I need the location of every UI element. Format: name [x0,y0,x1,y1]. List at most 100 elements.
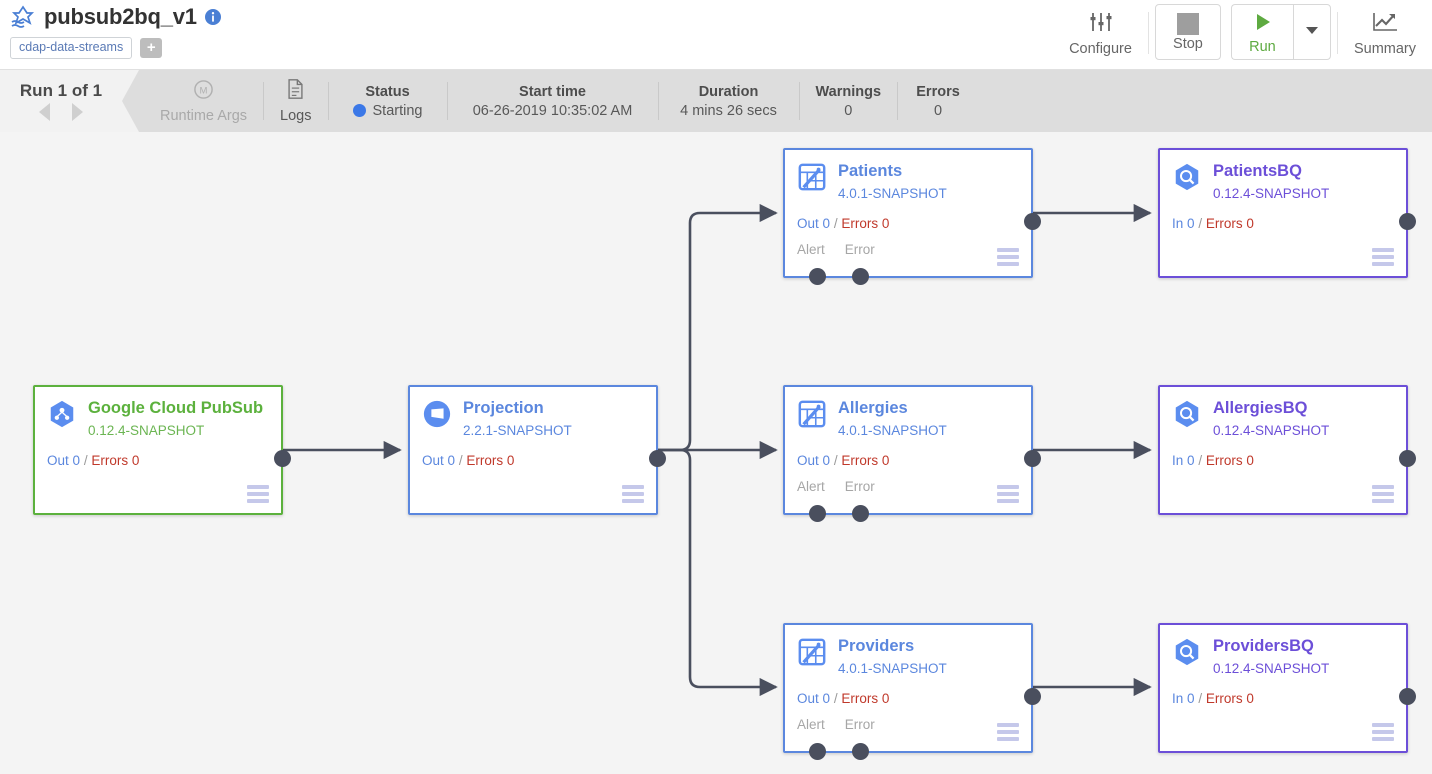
status-divider-6 [897,82,899,120]
status-value: Starting [372,102,423,119]
configure-button[interactable]: Configure [1059,4,1142,62]
node-version: 2.2.1-SNAPSHOT [463,423,572,438]
node-projection[interactable]: Projection 2.2.1-SNAPSHOT Out 0 / Errors… [408,385,666,515]
metric-in-value: 0 [1187,691,1195,706]
node-titles: PatientsBQ 0.12.4-SNAPSHOT [1213,162,1329,203]
node-titles: AllergiesBQ 0.12.4-SNAPSHOT [1213,399,1329,440]
triangle-left-icon[interactable] [39,103,50,121]
top-bar: pubsub2bq_v1 cdap-data-streams + [0,0,1432,70]
info-icon[interactable] [204,9,221,25]
node-menu-button[interactable] [997,485,1019,503]
node-patients[interactable]: Patients 4.0.1-SNAPSHOT Out 0 / Errors 0… [783,148,1041,285]
node-alert-port[interactable] [809,268,826,285]
status-cell: Status Starting [329,70,447,132]
metric-in-label: In [1172,216,1184,231]
error-port-label: Error [844,717,875,732]
metric-separator: / [833,453,838,468]
status-badge: Starting [352,102,423,119]
metric-errors-value: 0 [881,453,890,468]
node-error-port[interactable] [852,743,869,760]
status-divider-2 [327,82,329,120]
node-output-port[interactable] [1399,688,1416,705]
duration-head: Duration [698,83,759,100]
node-name: Allergies [838,399,908,417]
node-titles: Providers 4.0.1-SNAPSHOT [838,637,947,678]
add-tag-button[interactable]: + [140,38,163,58]
node-header: Providers 4.0.1-SNAPSHOT [785,625,1031,678]
node-titles: Projection 2.2.1-SNAPSHOT [463,399,572,440]
metric-errors-label: Errors [466,453,504,468]
tag-row: cdap-data-streams + [10,37,163,59]
projection-icon [422,399,452,429]
logs-button[interactable]: Logs [264,70,327,132]
metric-errors-value: 0 [1246,216,1254,231]
metric-errors-label: Errors [841,691,879,706]
run-button[interactable]: Run [1230,4,1293,60]
errors-cell: Errors 0 [898,70,978,132]
node-output-port[interactable] [274,450,291,467]
node-patientsbq[interactable]: PatientsBQ 0.12.4-SNAPSHOT In 0 / Errors… [1158,148,1416,278]
pipeline-canvas[interactable]: Google Cloud PubSub 0.12.4-SNAPSHOT Out … [0,132,1432,774]
metric-out-label: Out [797,453,819,468]
node-output-port[interactable] [1399,213,1416,230]
metric-out-value: 0 [822,691,831,706]
error-port-label: Error [844,242,875,257]
warnings-head: Warnings [815,83,882,100]
toolbar-divider-2 [1336,12,1338,54]
warnings-value: 0 [844,102,853,119]
stop-label: Stop [1173,35,1203,52]
node-output-port[interactable] [649,450,666,467]
node-error-port[interactable] [852,505,869,522]
node-titles: Allergies 4.0.1-SNAPSHOT [838,399,947,440]
metric-errors-value: 0 [881,216,890,231]
node-port-labels: Alert Error [797,479,875,494]
node-providers[interactable]: Providers 4.0.1-SNAPSHOT Out 0 / Errors … [783,623,1041,760]
triangle-right-icon[interactable] [72,103,83,121]
stop-button[interactable]: Stop [1154,4,1221,60]
node-menu-button[interactable] [622,485,644,503]
node-metrics: In 0 / Errors 0 [1172,453,1254,468]
summary-button[interactable]: Summary [1344,4,1426,62]
macro-m-icon: M [193,79,214,105]
metric-out-label: Out [422,453,444,468]
node-header: AllergiesBQ 0.12.4-SNAPSHOT [1160,387,1406,440]
node-metrics: Out 0 / Errors 0 [422,453,514,468]
node-providersbq[interactable]: ProvidersBQ 0.12.4-SNAPSHOT In 0 / Error… [1158,623,1416,753]
node-alert-port[interactable] [809,505,826,522]
bigquery-icon [1172,399,1202,429]
tag-cdap-data-streams[interactable]: cdap-data-streams [10,37,133,59]
node-allergiesbq[interactable]: AllergiesBQ 0.12.4-SNAPSHOT In 0 / Error… [1158,385,1416,515]
node-name: Projection [463,399,544,417]
node-menu-button[interactable] [997,723,1019,741]
node-output-port[interactable] [1024,213,1041,230]
node-menu-button[interactable] [247,485,269,503]
node-output-port[interactable] [1399,450,1416,467]
metric-errors-label: Errors [841,216,879,231]
metric-errors-label: Errors [1205,691,1243,706]
metric-in-value: 0 [1187,453,1195,468]
metric-out-value: 0 [72,453,81,468]
metric-in-label: In [1172,453,1184,468]
node-alert-port[interactable] [809,743,826,760]
node-menu-button[interactable] [1372,723,1394,741]
node-menu-button[interactable] [997,248,1019,266]
node-output-port[interactable] [1024,688,1041,705]
run-selector-label: Run 1 of 1 [19,81,103,100]
node-output-port[interactable] [1024,450,1041,467]
node-error-port[interactable] [852,268,869,285]
node-name: Google Cloud PubSub [88,399,264,417]
node-pubsub[interactable]: Google Cloud PubSub 0.12.4-SNAPSHOT Out … [33,385,291,515]
runtime-args-button[interactable]: M Runtime Args [144,70,263,132]
metric-separator: / [1198,691,1203,706]
node-menu-button[interactable] [1372,248,1394,266]
node-menu-button[interactable] [1372,485,1394,503]
node-header: PatientsBQ 0.12.4-SNAPSHOT [1160,150,1406,203]
status-divider-3 [446,82,448,120]
metric-errors-label: Errors [1205,216,1243,231]
node-metrics: In 0 / Errors 0 [1172,691,1254,706]
node-allergies[interactable]: Allergies 4.0.1-SNAPSHOT Out 0 / Errors … [783,385,1041,522]
metric-separator: / [83,453,88,468]
node-version: 4.0.1-SNAPSHOT [838,661,947,676]
run-options-dropdown[interactable] [1292,4,1331,60]
node-titles: Patients 4.0.1-SNAPSHOT [838,162,947,203]
